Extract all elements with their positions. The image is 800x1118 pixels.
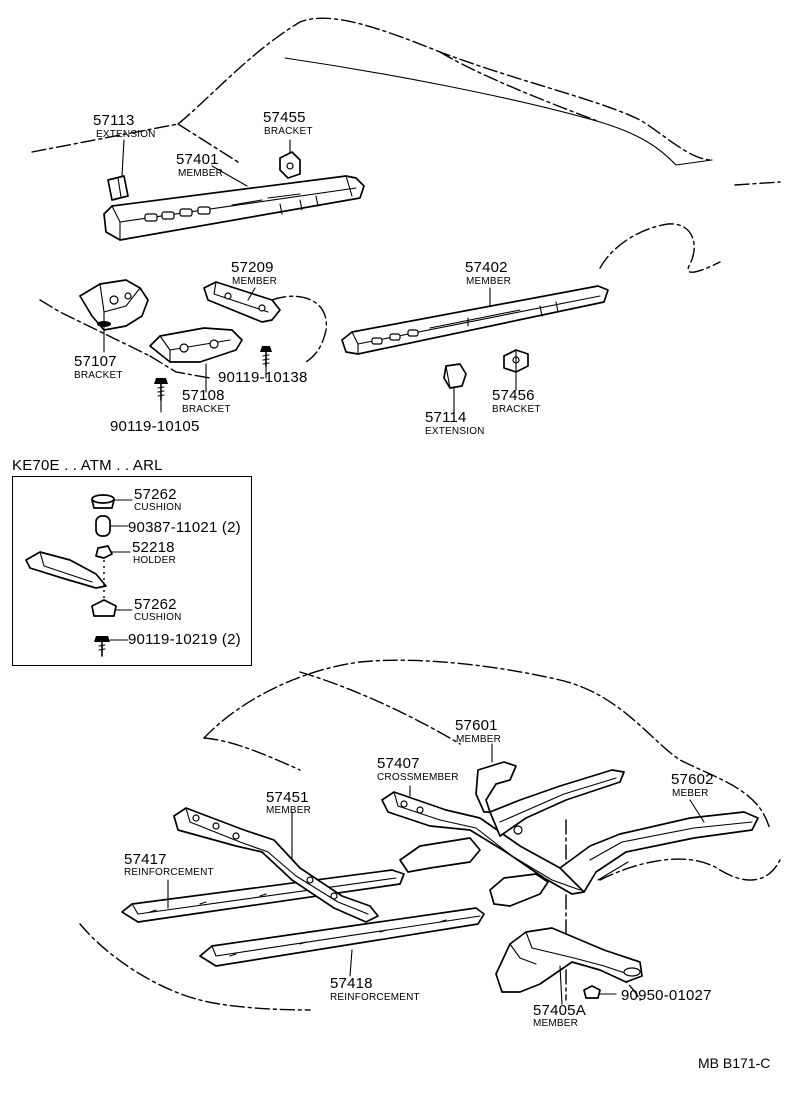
bracket-57455-part (279, 139, 301, 179)
part-number-57108: 57108 (182, 387, 225, 404)
reinforcement-57418-part (199, 907, 485, 977)
part-name-57601: MEMBER (456, 734, 502, 745)
member-57602-part (559, 799, 759, 893)
part-name-57602: MEBER (672, 788, 709, 799)
member-57402-part (341, 285, 609, 355)
bracket-57107-part (79, 279, 149, 353)
part-number-57107: 57107 (74, 353, 117, 370)
part-name-57262-bottom: CUSHION (134, 612, 182, 623)
extension-57113-part (107, 139, 129, 201)
part-name-52218: HOLDER (133, 555, 176, 566)
part-name-57407: CROSSMEMBER (377, 772, 459, 783)
member-57601-part (475, 743, 625, 837)
part-name-57456: BRACKET (492, 404, 541, 415)
part-name-57262-top: CUSHION (134, 502, 182, 513)
part-name-57401: MEMBER (178, 168, 224, 179)
upper-car-outline (31, 17, 781, 357)
bracket-57108-part (149, 327, 243, 393)
part-number-57262-bottom: 57262 (134, 596, 177, 613)
part-name-57455: BRACKET (264, 126, 313, 137)
part-number-57602: 57602 (671, 771, 714, 788)
bracket-57456-part (503, 349, 529, 391)
part-number-52218: 52218 (132, 539, 175, 556)
part-number-57451: 57451 (266, 789, 309, 806)
part-number-57209: 57209 (231, 259, 274, 276)
part-number-90950-01027: 90950-01027 (621, 987, 712, 1004)
part-number-90119-10219: 90119-10219 (2) (128, 631, 241, 648)
member-57401-part (103, 165, 365, 241)
part-number-57402: 57402 (465, 259, 508, 276)
part-name-57402: MEMBER (466, 276, 512, 287)
part-number-57456: 57456 (492, 387, 535, 404)
part-number-57405A: 57405A (533, 1002, 586, 1019)
part-number-57262-top: 57262 (134, 486, 177, 503)
part-number-57113: 57113 (93, 112, 135, 129)
part-number-57114: 57114 (425, 409, 467, 426)
bolt-90119-10105-part (154, 378, 168, 413)
member-57451-part (173, 807, 379, 923)
inset-box (12, 476, 252, 666)
member-57405A-part (495, 927, 643, 1005)
part-name-57108: BRACKET (182, 404, 231, 415)
part-number-57601: 57601 (455, 717, 498, 734)
part-name-57417: REINFORCEMENT (124, 867, 214, 878)
part-number-57407: 57407 (377, 755, 420, 772)
member-57209-part (203, 281, 327, 363)
inset-parts (25, 494, 133, 657)
part-number-57418: 57418 (330, 975, 373, 992)
extension-57114-part (443, 363, 467, 415)
part-number-90387-11021: 90387-11021 (2) (128, 519, 241, 536)
part-number-57401: 57401 (176, 151, 219, 168)
part-name-57451: MEMBER (266, 805, 312, 816)
part-number-57417: 57417 (124, 851, 167, 868)
part-name-57209: MEMBER (232, 276, 278, 287)
part-name-57114: EXTENSION (425, 426, 485, 437)
nut-90950-01027-part (583, 985, 617, 999)
part-number-90119-10105: 90119-10105 (110, 418, 200, 435)
diagram-code: MB B171-C (698, 1055, 771, 1071)
part-number-57455: 57455 (263, 109, 306, 126)
inset-title: KE70E . . ATM . . ARL (12, 457, 163, 474)
part-name-57405A: MEMBER (533, 1018, 579, 1029)
part-name-57107: BRACKET (74, 370, 123, 381)
part-name-57113: EXTENSION (96, 129, 156, 140)
part-number-90119-10138: 90119-10138 (218, 369, 308, 386)
bolt-90119-10138-part (260, 346, 272, 379)
part-name-57418: REINFORCEMENT (330, 992, 420, 1003)
